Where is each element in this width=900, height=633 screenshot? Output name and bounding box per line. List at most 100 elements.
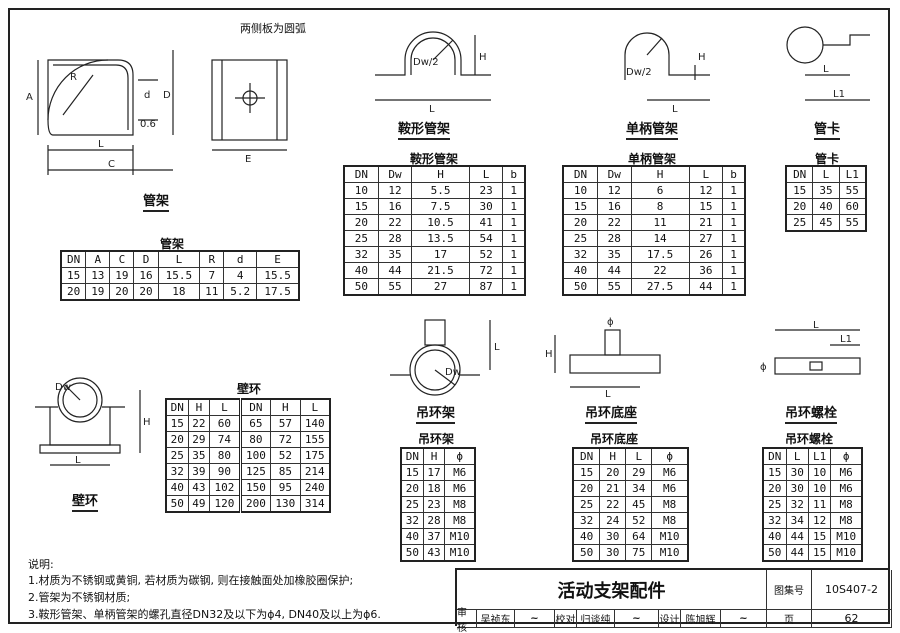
- column-header: d: [223, 250, 258, 268]
- table-cell: M6: [830, 480, 863, 497]
- table-cell: 27: [688, 230, 724, 247]
- dim-H: H: [698, 52, 706, 63]
- table-cell: 12: [807, 512, 832, 529]
- column-header: L: [468, 165, 504, 183]
- table-cell: 12: [597, 182, 632, 199]
- table-cell: 175: [299, 447, 331, 464]
- table-cell: 1: [722, 198, 746, 215]
- table-cell: 52: [468, 246, 504, 263]
- column-header: DN: [60, 250, 87, 268]
- table-cell: 15.5: [157, 267, 201, 284]
- table-cell: 74: [209, 431, 241, 448]
- table-cell: 49: [187, 495, 211, 513]
- dim-L: L: [494, 342, 500, 353]
- table-cell: 200: [238, 495, 272, 513]
- table-cell: 14: [630, 230, 690, 247]
- table-cell: 1: [502, 246, 526, 263]
- review-label: 审核: [457, 608, 477, 633]
- hanger-bolt-table-title: 吊环螺栓: [785, 432, 834, 446]
- sheet-border: [8, 8, 890, 624]
- table-cell: 7.5: [411, 198, 470, 215]
- table-cell: 10: [343, 182, 379, 199]
- single-table-title: 单柄管架: [628, 152, 677, 166]
- column-header: E: [256, 250, 300, 268]
- table-cell: 20: [400, 480, 424, 497]
- dim-dw: Dw: [55, 382, 71, 393]
- table-cell: 19: [109, 267, 135, 284]
- pipe-clamp-label: 管卡: [814, 118, 841, 140]
- table-cell: 22: [597, 214, 632, 231]
- dim-H: H: [479, 52, 487, 63]
- table-cell: 45: [625, 496, 653, 513]
- table-cell: 43: [187, 479, 211, 496]
- table-cell: 15: [400, 464, 424, 481]
- table-cell: 35: [597, 246, 632, 263]
- table-cell: 40: [343, 262, 379, 279]
- table-cell: 15: [165, 415, 189, 432]
- dim-A: A: [26, 92, 33, 103]
- table-cell: 1: [722, 214, 746, 231]
- table-cell: 1: [502, 214, 526, 231]
- table-cell: M8: [651, 512, 689, 529]
- column-header: R: [199, 250, 225, 268]
- table-cell: 17: [422, 464, 446, 481]
- single-handle-rack-drawing: Dw/2 H L: [624, 32, 710, 115]
- column-header: Dw: [597, 165, 632, 183]
- table-cell: 28: [597, 230, 632, 247]
- table-cell: 15: [807, 544, 832, 562]
- table-cell: 130: [270, 495, 301, 513]
- table-cell: 27: [411, 278, 470, 296]
- column-header: DN: [572, 447, 601, 465]
- table-cell: 36: [688, 262, 724, 279]
- dim-D: D: [163, 90, 171, 101]
- table-cell: 25: [762, 496, 787, 513]
- table-cell: 64: [625, 528, 653, 545]
- table-cell: 11: [807, 496, 832, 513]
- dim-H: H: [143, 417, 151, 428]
- hanger-base-label: 吊环底座: [585, 402, 638, 424]
- table-cell: 35: [377, 246, 413, 263]
- page-label: 页: [767, 610, 812, 628]
- column-header: L: [209, 398, 241, 416]
- hanger-ring-drawing: Dw L: [390, 319, 500, 396]
- table-cell: 87: [468, 278, 504, 296]
- saddle-rack-label: 鞍形管架: [398, 118, 451, 140]
- table-cell: 314: [299, 495, 331, 513]
- table-cell: 1: [502, 182, 526, 199]
- table-cell: 7: [199, 267, 225, 284]
- table-cell: 75: [625, 544, 653, 562]
- table-cell: 15: [60, 267, 87, 284]
- table-cell: 8: [630, 198, 690, 215]
- table-cell: 20: [60, 283, 87, 301]
- table-cell: 17.5: [630, 246, 690, 263]
- pipe-rack-label: 管架: [143, 190, 170, 212]
- table-cell: 1: [502, 198, 526, 215]
- table-cell: 55: [838, 214, 867, 232]
- table-cell: 17: [411, 246, 470, 263]
- column-header: H: [422, 447, 446, 465]
- wall-ring-drawing: Dw H L: [35, 377, 151, 466]
- clamp-table-title: 管卡: [815, 152, 840, 166]
- table-cell: M6: [830, 464, 863, 481]
- hanger-base-drawing: ϕ H L: [545, 317, 661, 400]
- table-cell: 18: [422, 480, 446, 497]
- dim-H: H: [545, 349, 553, 360]
- table-cell: 43: [422, 544, 446, 562]
- table-cell: 40: [562, 262, 598, 279]
